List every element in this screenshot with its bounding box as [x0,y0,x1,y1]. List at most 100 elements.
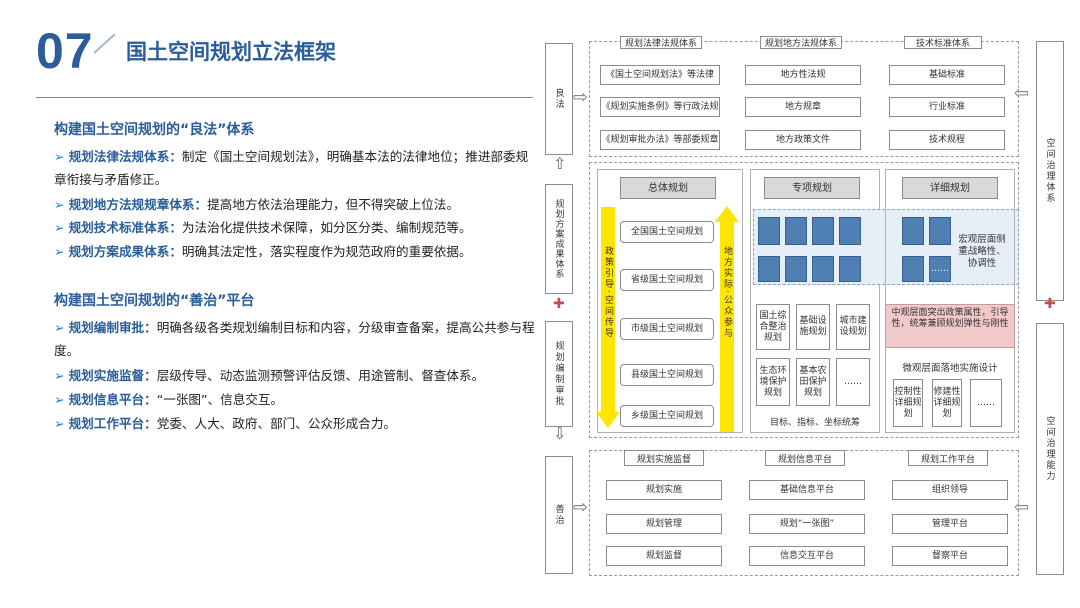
bullet-arrow-icon: ➢ [54,149,65,164]
right-arrow-icon: ⇨ [573,497,589,518]
bullet-arrow-icon: ➢ [54,368,65,383]
detail-plan-title: 详细规划 [902,177,998,199]
platform-item: 基础信息平台 [749,480,865,500]
side-label-governance-system: 空间治理体系 [1036,41,1064,301]
special-plan-title: 专项规划 [764,177,860,199]
platform-item: 规划“一张图” [749,514,865,534]
law-item: 《规划实施条例》等行政法规 [600,97,720,117]
special-plan-item: 生态环境保护规划 [756,358,790,406]
special-plan-blue-box [785,256,807,282]
macro-level-note: 宏观层面侧重战略性、协调性 [958,234,1006,269]
down-arrow-shaft [601,207,615,413]
platform-item: 规划管理 [606,514,722,534]
side-label-good-law: 良法 [545,43,573,155]
bullet-item: ➢规划方案成果体系：明确其法定性，落实程度作为规范政府的重要依据。 [54,244,472,259]
bullet-arrow-icon: ➢ [54,416,65,431]
bullet-item: ➢规划工作平台：党委、人大、政府、部门、公众形成合力。 [54,416,396,431]
platform-item: 规划监督 [606,546,722,566]
side-label-compile-approve: 规划编制审批 [545,321,573,427]
bullet-item: ➢规划技术标准体系：为法治化提供技术保障，如分区分类、编制规范等。 [54,220,472,235]
platform-col-title: 规划实施监督 [624,450,704,466]
plans-band [589,162,1019,438]
platform-col-title: 规划工作平台 [908,450,988,466]
header-rule [36,97,533,98]
plan-level: 市级国土空间规划 [620,318,714,340]
detail-plan-blue-ellipsis: …… [929,256,951,282]
detail-plan-blue-box [902,256,924,282]
bullet-arrow-icon: ➢ [54,244,65,259]
side-label-governance-capacity: 空间治理能力 [1036,323,1064,575]
up-arrow-label: 地方实际·公众参与 [722,246,732,339]
plan-level: 县级国土空间规划 [620,364,714,386]
micro-plan-item: …… [970,379,1002,427]
micro-plan-item: 修建性详细规划 [932,379,962,427]
down-arrow-head-icon [596,412,620,428]
platform-item: 督察平台 [892,546,1008,566]
page-title: 国土空间规划立法框架 [126,40,336,64]
platform-col-title: 规划信息平台 [765,450,845,466]
law-item: 《国土空间规划法》等法律 [600,65,720,85]
up-arrow-shaft [720,222,734,432]
up-hollow-arrow-icon: ⇧ [553,154,567,173]
bullet-item: ➢规划法律法规体系：制定《国土空间规划法》，明确基本法的法律地位；推进部委规章衔… [54,149,529,187]
special-plan-blue-box [812,217,834,245]
micro-plan-item: 控制性详细规划 [893,379,923,427]
plan-level: 乡级国土空间规划 [620,405,714,427]
special-plan-blue-box [758,217,780,245]
law-item: 地方规章 [745,97,861,117]
special-plan-footer: 目标、指标、坐标统筹 [769,418,860,428]
law-item: 行业标准 [889,97,1005,117]
platform-item: 组织领导 [892,480,1008,500]
title-divider-slash [93,33,116,54]
plus-icon: ✚ [553,296,565,312]
micro-level-title: 微观层面落地实施设计 [902,363,998,374]
special-plan-item: …… [836,358,870,406]
special-plan-item: 基本农田保护规划 [796,358,830,406]
bullet-item: ➢规划地方法规规章体系：提高地方依法治理能力，但不得突破上位法。 [54,197,459,212]
section1-heading: 构建国土空间规划的“良法”体系 [54,122,255,138]
down-hollow-arrow-icon: ⇩ [553,424,567,443]
platform-item: 信息交互平台 [749,546,865,566]
platform-item: 规划实施 [606,480,722,500]
plan-level: 全国国土空间规划 [620,221,714,243]
up-arrow-head-icon [715,206,739,222]
framework-diagram: 良法 ⇧ 规划方案成果体系 ✚ 规划编制审批 ⇩ 善治 ⇨ ⇨ 空间治理体系 ✚… [540,36,1074,584]
meso-level-note: 中观层面突出政策属性，引导性，统筹兼顾规划弹性与刚性 [891,308,1009,329]
section-number: 07 [36,23,94,79]
special-plan-blue-box [758,256,780,282]
plus-icon: ✚ [1044,296,1056,312]
overall-plan-title: 总体规划 [620,177,716,199]
detail-plan-panel [885,169,1015,433]
special-plan-item: 城市建设规划 [836,304,870,350]
left-arrow-icon: ⇦ [1014,497,1030,518]
bullet-item: ➢规划实施监督：层级传导、动态监测预警评估反馈、用途管制、督查体系。 [54,368,485,383]
special-plan-blue-box [839,217,861,245]
laws-col-title: 技术标准体系 [904,36,982,49]
bullet-arrow-icon: ➢ [54,392,65,407]
laws-col-title: 规划法律法规体系 [620,36,702,49]
special-plan-blue-box [785,217,807,245]
meso-level-box [885,304,1015,348]
side-label-plan-results: 规划方案成果体系 [545,184,573,294]
special-plan-blue-box [812,256,834,282]
plan-level: 省级国土空间规划 [620,269,714,291]
bullet-item: ➢规划编制审批：明确各级各类规划编制目标和内容，分级审查备案，提高公共参与程度。 [54,320,535,358]
bullet-arrow-icon: ➢ [54,220,65,235]
detail-plan-blue-box [929,217,951,245]
law-item: 地方性法规 [745,65,861,85]
right-arrow-icon: ⇨ [573,87,589,108]
down-arrow-label: 政策引导·空间传导 [603,246,613,339]
law-item: 《规划审批办法》等部委规章 [600,130,720,150]
platform-item: 管理平台 [892,514,1008,534]
detail-plan-blue-box [902,217,924,245]
left-arrow-icon: ⇦ [1014,83,1030,104]
law-item: 地方政策文件 [745,130,861,150]
special-plan-item: 基础设施规划 [796,304,830,350]
bullet-arrow-icon: ➢ [54,197,65,212]
law-item: 技术规程 [889,130,1005,150]
section2-heading: 构建国土空间规划的“善治”平台 [54,293,255,309]
special-plan-panel [750,169,880,433]
bullet-item: ➢规划信息平台：“一张图”、信息交互。 [54,392,284,407]
bullet-arrow-icon: ➢ [54,320,65,335]
law-item: 基础标准 [889,65,1005,85]
